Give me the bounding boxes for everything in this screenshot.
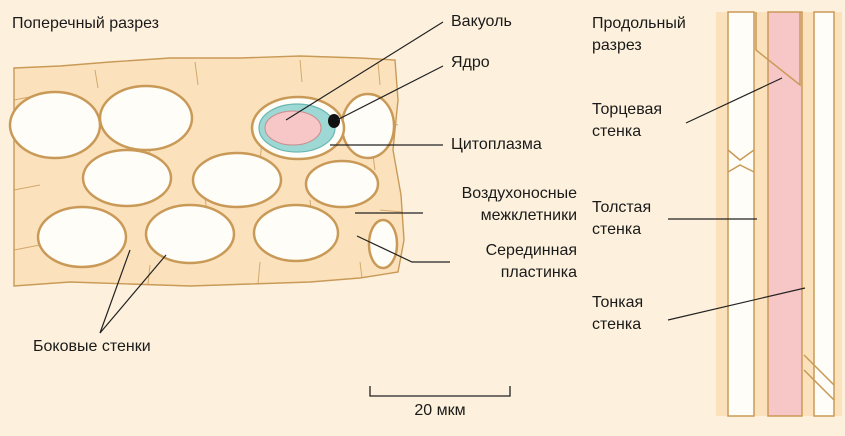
vacuole bbox=[264, 110, 322, 146]
label-thick-wall: Толстая стенка bbox=[592, 199, 652, 238]
label-middle-lamella: Серединная пластинка bbox=[485, 242, 577, 281]
highlighted-cell bbox=[250, 95, 346, 161]
cell bbox=[191, 151, 283, 209]
cross-section-heading: Поперечный разрез bbox=[12, 15, 160, 32]
label-cytoplasm: Цитоплазма bbox=[451, 136, 542, 153]
leader-side-wall-2 bbox=[99, 254, 167, 334]
end-walls bbox=[727, 12, 835, 401]
scale-bar bbox=[369, 386, 511, 397]
cell bbox=[144, 203, 236, 265]
leader-thin-wall bbox=[667, 287, 806, 321]
label-vacuole: Вакуоль bbox=[451, 13, 512, 30]
label-thin-wall: Тонкая стенка bbox=[592, 294, 644, 333]
cell bbox=[36, 205, 128, 269]
label-air-spaces: Воздухоносные межклетники bbox=[461, 185, 577, 224]
nucleus bbox=[328, 114, 340, 128]
leader-lines bbox=[99, 21, 806, 334]
leader-middle-lamella bbox=[356, 235, 450, 263]
scale-bar-label: 20 мкм bbox=[414, 402, 466, 419]
leader-side-wall-1 bbox=[99, 249, 131, 334]
longitudinal-section bbox=[716, 11, 842, 417]
cross-section-tissue bbox=[8, 55, 405, 287]
left-cell-lumen bbox=[727, 11, 755, 417]
cell bbox=[8, 90, 102, 160]
cell bbox=[98, 84, 194, 152]
cell bbox=[81, 148, 173, 208]
cell bbox=[304, 159, 380, 209]
leader-end-wall bbox=[685, 77, 783, 124]
right-cell-lumen bbox=[813, 11, 835, 417]
longitudinal-heading: Продольный разрез bbox=[592, 15, 686, 54]
label-side-walls: Боковые стенки bbox=[33, 338, 151, 355]
cell bbox=[252, 203, 340, 263]
label-end-wall: Торцевая стенка bbox=[592, 101, 663, 140]
label-nucleus: Ядро bbox=[451, 54, 490, 71]
central-cell bbox=[767, 11, 803, 417]
leader-vacuole bbox=[285, 21, 444, 121]
cell bbox=[367, 218, 399, 270]
leader-nucleus bbox=[336, 65, 444, 121]
